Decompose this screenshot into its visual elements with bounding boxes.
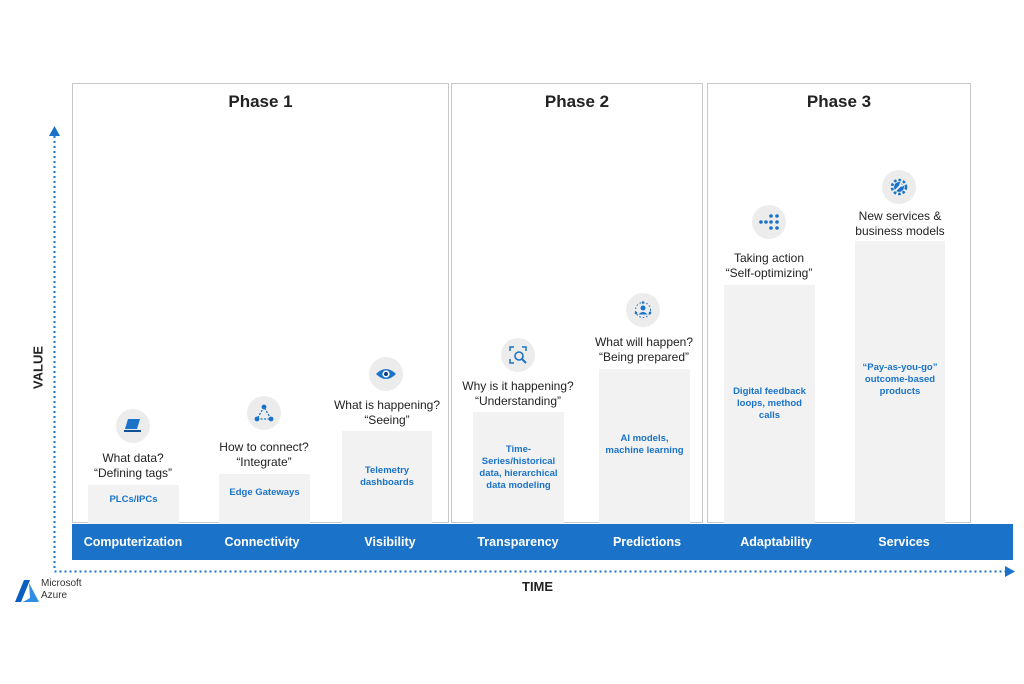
stage-band: Computerization Connectivity Visibility …: [72, 524, 1013, 560]
stage-5-quote: “Being prepared”: [598, 350, 690, 364]
stage-7-question: New services & business models: [845, 209, 955, 239]
stage-6-bar: Digital feedback loops, method calls: [724, 285, 815, 524]
azure-logo-icon: [15, 580, 39, 602]
stage-6-question: Taking action “Self-optimizing”: [714, 251, 824, 281]
value-axis-label: VALUE: [30, 345, 46, 390]
brand-line-2: Azure: [41, 590, 68, 601]
brand-line-1: Microsoft: [41, 578, 82, 589]
stage-2-quote: “Integrate”: [236, 455, 292, 469]
stage-3-quote: “Seeing”: [364, 413, 410, 427]
stage-6-quote: “Self-optimizing”: [725, 266, 813, 280]
stage-2-question: How to connect? “Integrate”: [209, 440, 319, 470]
azure-brand-text: Microsoft Azure: [41, 578, 82, 602]
gear-wrench-icon: [882, 170, 916, 204]
phase-3-title: Phase 3: [806, 92, 872, 111]
stage-3-question-line: What is happening?: [333, 398, 441, 412]
laptop-icon: [116, 409, 150, 443]
phase-1-title: Phase 1: [228, 92, 293, 111]
stage-1-quote: “Defining tags”: [93, 466, 173, 480]
stage-3-bar: Telemetry dashboards: [342, 431, 432, 524]
stage-3-name: Visibility: [364, 535, 416, 549]
time-axis-label: TIME: [522, 579, 554, 594]
stage-1-detail: PLCs/IPCs: [109, 494, 158, 505]
stage-7-name: Services: [878, 535, 930, 549]
phase-2-title: Phase 2: [544, 92, 610, 111]
stage-7-bar: “Pay-as-you-go” outcome-based products: [855, 241, 945, 524]
stage-5-detail: AI models, machine learning: [605, 433, 684, 456]
stage-1-question-line: What data?: [102, 451, 164, 465]
person-network-icon: [626, 293, 660, 327]
stage-3-question: What is happening? “Seeing”: [328, 398, 446, 428]
scan-search-icon: [501, 338, 535, 372]
stage-6-name: Adaptability: [740, 535, 812, 549]
phase-1-box: Phase 1: [72, 83, 449, 523]
stage-5-bar: AI models, machine learning: [599, 369, 690, 524]
stage-7-quote: business models: [855, 224, 945, 238]
stage-4-detail: Time-Series/historical data, hierarchica…: [479, 444, 558, 491]
stage-3-detail: Telemetry dashboards: [360, 465, 414, 488]
stage-6-detail: Digital feedback loops, method calls: [733, 386, 806, 421]
stage-4-bar: Time-Series/historical data, hierarchica…: [473, 412, 564, 524]
dots-flow-icon: [752, 205, 786, 239]
stage-2-bar: Edge Gateways: [219, 474, 310, 524]
stage-1-name: Computerization: [83, 535, 183, 549]
stage-2-detail: Edge Gateways: [229, 487, 300, 498]
stage-2-name: Connectivity: [224, 535, 300, 549]
network-triangle-icon: [247, 396, 281, 430]
stage-4-name: Transparency: [477, 535, 559, 549]
stage-4-question-line: Why is it happening?: [462, 379, 574, 393]
stage-5-question: What will happen? “Being prepared”: [584, 335, 704, 365]
stage-2-question-line: How to connect?: [219, 440, 309, 454]
stage-7-question-line: New services &: [858, 209, 942, 223]
stage-4-question: Why is it happening? “Understanding”: [456, 379, 580, 409]
stage-5-question-line: What will happen?: [594, 335, 694, 349]
value-axis-arrowhead: [49, 126, 60, 136]
stage-5-name: Predictions: [612, 535, 682, 549]
stage-1-question: What data? “Defining tags”: [83, 451, 183, 481]
stage-6-question-line: Taking action: [733, 251, 805, 265]
stage-4-quote: “Understanding”: [474, 394, 562, 408]
eye-icon: [369, 357, 403, 391]
stage-7-detail: “Pay-as-you-go” outcome-based products: [862, 362, 938, 397]
stage-1-bar: PLCs/IPCs: [88, 485, 179, 524]
time-axis-arrowhead: [1005, 566, 1015, 577]
